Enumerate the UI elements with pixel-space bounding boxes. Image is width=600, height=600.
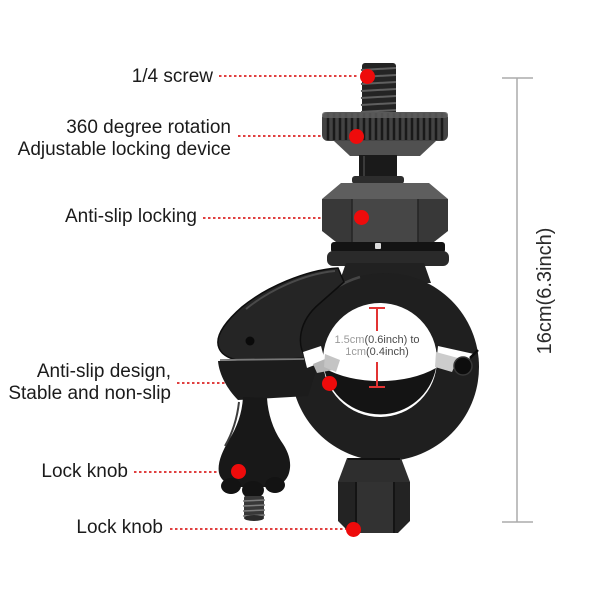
callout-antislip-locking: Anti-slip locking: [65, 206, 197, 227]
clamp-dimension-line: [369, 307, 385, 388]
hinge-part: [453, 349, 479, 376]
callout-lock-knob-upper: Lock knob: [41, 461, 128, 482]
marker-dot-antislip-locking: [354, 210, 369, 225]
leader-line-lock-knob-upper: [134, 471, 231, 473]
leader-line-antislip-locking: [203, 217, 353, 219]
callout-antislip-design-line2: Stable and non-slip: [8, 383, 171, 404]
callout-rotation: 360 degree rotation Adjustable locking d…: [18, 117, 231, 161]
marker-dot-lock-knob-lower: [346, 522, 361, 537]
marker-dot-antislip-design: [322, 376, 337, 391]
leader-line-rotation: [238, 135, 349, 137]
neck-part: [352, 155, 404, 184]
callout-antislip-design: Anti-slip design, Stable and non-slip: [8, 361, 171, 405]
height-dimension-line: [502, 77, 533, 523]
clamp-range-line1: 1.5cm(0.6inch) to: [334, 334, 420, 346]
marker-dot-lock-knob-upper: [231, 464, 246, 479]
overall-height-measurement: 16cm(6.3inch): [534, 227, 556, 355]
clamp-range-measurement: 1.5cm(0.6inch) to 1cm(0.4inch): [307, 334, 447, 358]
marker-dot-screw: [360, 69, 375, 84]
callout-rotation-line2: Adjustable locking device: [17, 139, 231, 160]
marker-dot-rotation: [349, 129, 364, 144]
callout-lock-knob-lower: Lock knob: [76, 517, 163, 538]
rotation-disc-part: [322, 112, 448, 156]
callout-antislip-design-line1: Anti-slip design,: [36, 361, 171, 382]
clamp-range-line2: 1cm(0.4inch): [345, 346, 409, 358]
bell-lock-knob-part: [218, 397, 291, 521]
callout-rotation-line1: 360 degree rotation: [66, 117, 231, 138]
locking-nut-part: [322, 183, 448, 242]
lever-arm-part: [217, 267, 345, 362]
leader-line-screw: [219, 75, 358, 77]
leader-line-lock-knob-lower: [170, 528, 346, 530]
bottom-hex-knob-part: [338, 458, 410, 533]
clamp-opening-part: [303, 303, 474, 417]
callout-screw: 1/4 screw: [131, 66, 213, 87]
lower-jaw-part: [218, 358, 316, 400]
